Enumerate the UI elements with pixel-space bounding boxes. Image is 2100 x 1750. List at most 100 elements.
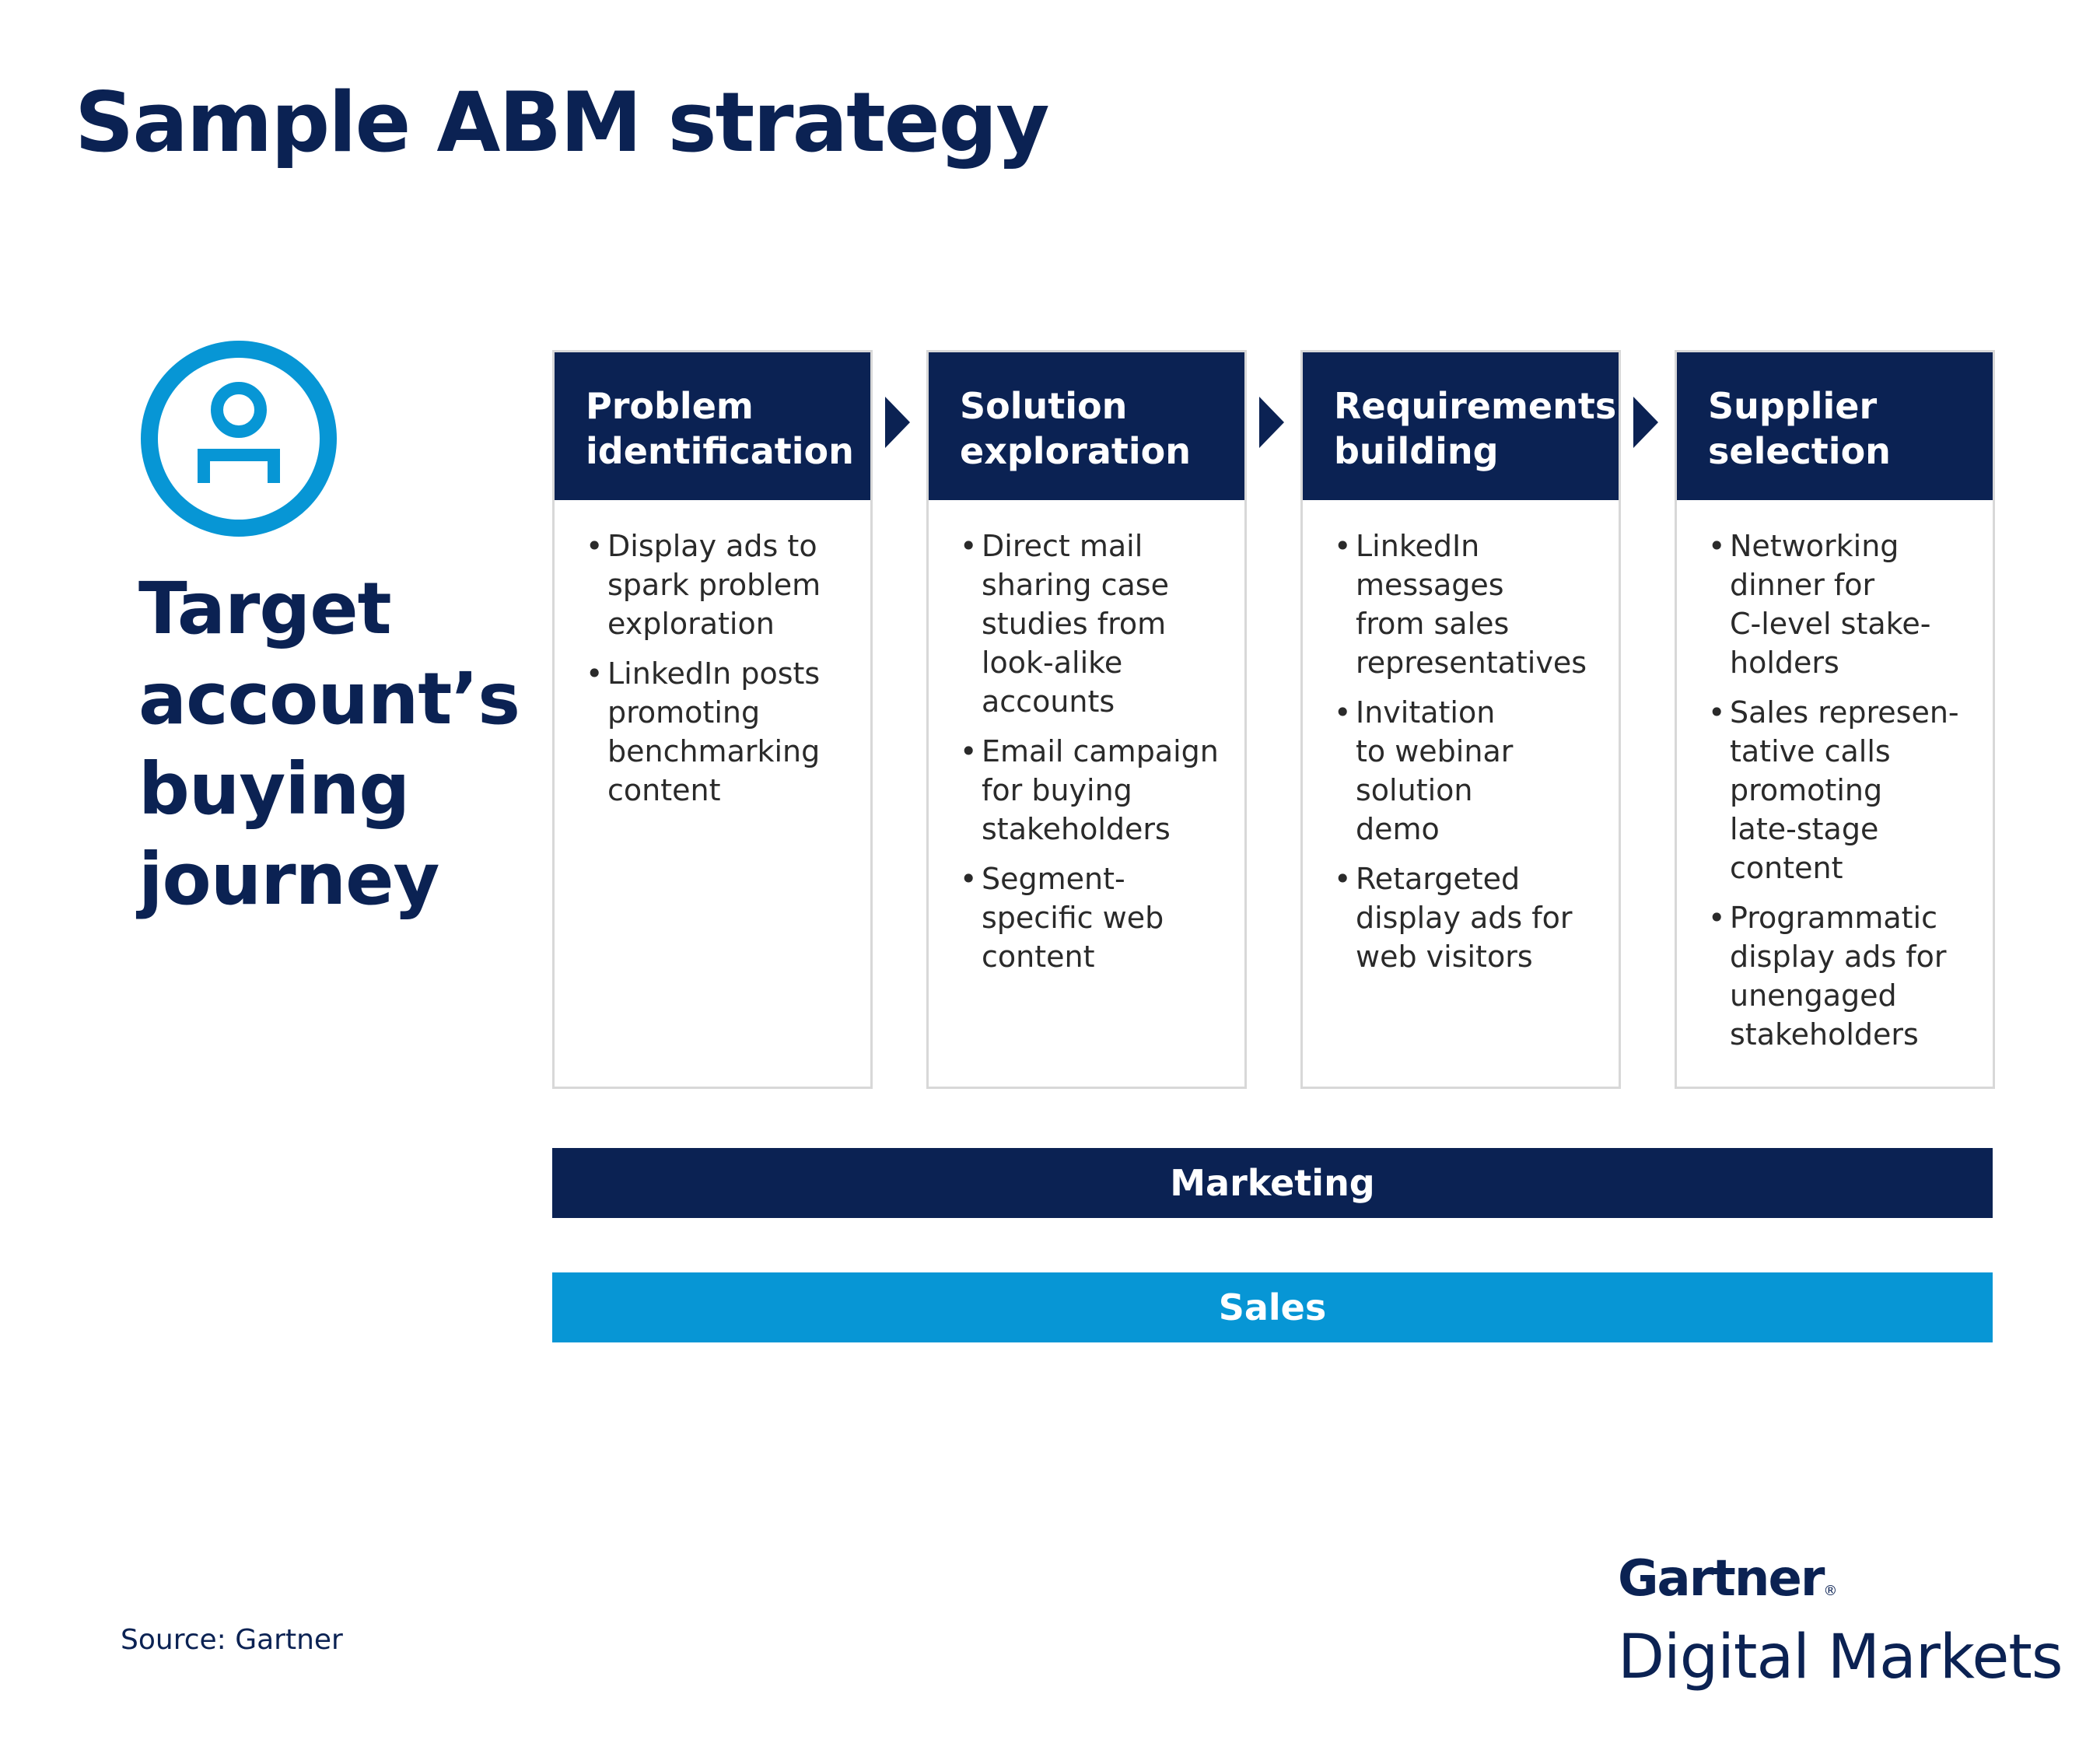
tactic-line: Display ads to bbox=[607, 529, 817, 563]
tactic-line: promoting bbox=[1730, 773, 1883, 807]
tactic-item: •LinkedIn messages from sales representativ… bbox=[1334, 527, 1614, 682]
bullet-icon: • bbox=[960, 734, 978, 768]
tactic-line: LinkedIn bbox=[1356, 529, 1480, 563]
bullet-icon: • bbox=[1708, 695, 1726, 730]
stage-header-line: building bbox=[1334, 430, 1499, 472]
tactic-line: late-stage bbox=[1730, 812, 1879, 846]
tactic-line: solution bbox=[1356, 773, 1473, 807]
tactic-line: exploration bbox=[607, 607, 775, 641]
stage-header-line: identification bbox=[586, 430, 854, 472]
tactic-line: to webinar bbox=[1356, 734, 1514, 768]
tactic-line: Invitation bbox=[1356, 695, 1496, 730]
bullet-icon: • bbox=[1708, 901, 1726, 935]
tactic-item: •Display ads to spark problem exploration bbox=[586, 527, 866, 643]
tactic-line: studies from bbox=[982, 607, 1167, 641]
tactic-line: spark problem bbox=[607, 568, 821, 602]
person-icon bbox=[141, 341, 337, 537]
tactic-line: content bbox=[607, 773, 721, 807]
bullet-icon: • bbox=[1708, 529, 1726, 563]
tactic-line: Networking bbox=[1730, 529, 1899, 563]
journey-title-line: Target bbox=[138, 567, 392, 650]
tactic-line: from sales bbox=[1356, 607, 1510, 641]
chevron-right-icon bbox=[1633, 397, 1658, 448]
tactic-line: dinner for bbox=[1730, 568, 1875, 602]
bullet-icon: • bbox=[960, 862, 978, 896]
tactic-line: messages bbox=[1356, 568, 1504, 602]
tactic-line: content bbox=[1730, 851, 1843, 885]
tactic-line: unengaged bbox=[1730, 978, 1897, 1013]
bullet-icon: • bbox=[1334, 529, 1352, 563]
tactic-line: accounts bbox=[982, 684, 1115, 719]
logo-registered-mark: ® bbox=[1823, 1583, 1837, 1599]
tactic-line: holders bbox=[1730, 646, 1839, 680]
tactic-line: promoting bbox=[607, 695, 761, 730]
tactic-line: Direct mail bbox=[982, 529, 1143, 563]
journey-title-line: account’s bbox=[138, 657, 520, 740]
journey-title-line: buying bbox=[138, 747, 410, 831]
tactic-line: representatives bbox=[1356, 646, 1587, 680]
tactic-item: •Programmatic display ads for unengaged sta… bbox=[1708, 898, 1988, 1054]
page-title: Sample ABM strategy bbox=[75, 75, 1050, 170]
tactic-line: web visitors bbox=[1356, 940, 1533, 974]
tactic-item: •Sales represen-tative calls promoting lat… bbox=[1708, 693, 1988, 887]
tactic-line: tative calls bbox=[1730, 734, 1891, 768]
tactic-line: Sales represen- bbox=[1730, 695, 1959, 730]
tactic-line: for buying bbox=[982, 773, 1132, 807]
tactic-line: stakeholders bbox=[982, 812, 1171, 846]
tactic-line: Email campaign bbox=[982, 734, 1219, 768]
tactic-item: •Retargeted display ads for web visitors bbox=[1334, 859, 1614, 976]
chevron-right-icon bbox=[885, 397, 910, 448]
stage-header-line: Supplier bbox=[1708, 385, 1878, 427]
bullet-icon: • bbox=[960, 529, 978, 563]
tactic-item: •Segment-specific web content bbox=[960, 859, 1240, 976]
tactic-item: •Invitation to webinar solution demo bbox=[1334, 693, 1614, 849]
sales-band: Sales bbox=[552, 1272, 1993, 1342]
tactic-line: stakeholders bbox=[1730, 1017, 1919, 1052]
tactic-line: content bbox=[982, 940, 1095, 974]
stage-header-line: selection bbox=[1708, 430, 1891, 472]
tactic-line: Retargeted bbox=[1356, 862, 1521, 896]
tactic-line: look-alike bbox=[982, 646, 1123, 680]
bullet-icon: • bbox=[586, 529, 604, 563]
stage-header-line: Requirements bbox=[1334, 385, 1617, 427]
tactic-line: Programmatic bbox=[1730, 901, 1937, 935]
tactic-line: benchmarking bbox=[607, 734, 821, 768]
tactic-line: demo bbox=[1356, 812, 1440, 846]
tactic-line: display ads for bbox=[1356, 901, 1573, 935]
bullet-icon: • bbox=[586, 656, 604, 691]
logo-brand: Gartner® bbox=[1618, 1552, 2063, 1619]
stage-header-line: Solution bbox=[960, 385, 1128, 427]
marketing-band: Marketing bbox=[552, 1148, 1993, 1218]
bullet-icon: • bbox=[1334, 862, 1352, 896]
tactic-line: display ads for bbox=[1730, 940, 1947, 974]
tactic-line: Segment- bbox=[982, 862, 1125, 896]
stage-header-line: exploration bbox=[960, 430, 1192, 472]
journey-title-line: journey bbox=[138, 838, 439, 921]
journey-title: Target account’s buying journey bbox=[138, 564, 520, 925]
source-note: Source: Gartner bbox=[121, 1624, 343, 1656]
stage-header-line: Problem bbox=[586, 385, 754, 427]
tactic-line: LinkedIn posts bbox=[607, 656, 821, 691]
tactic-line: specific web bbox=[982, 901, 1164, 935]
bullet-icon: • bbox=[1334, 695, 1352, 730]
tactic-line: sharing case bbox=[982, 568, 1169, 602]
tactic-item: •Email campaign for buying stakeholders bbox=[960, 732, 1240, 849]
tactic-line: C-level stake- bbox=[1730, 607, 1931, 641]
tactic-item: •LinkedIn posts promoting benchmarking cont… bbox=[586, 654, 866, 810]
gartner-digital-markets-logo: Gartner® Digital Markets bbox=[1618, 1552, 2063, 1696]
chevron-right-icon bbox=[1259, 397, 1284, 448]
logo-brand-text: Gartner bbox=[1618, 1550, 1825, 1608]
